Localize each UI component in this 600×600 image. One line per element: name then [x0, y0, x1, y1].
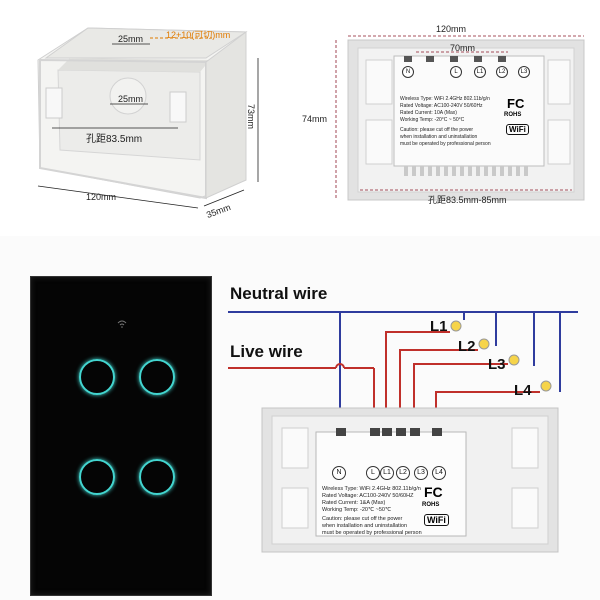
dim-cuttable: 12+10(可切)mm — [166, 30, 231, 40]
dim-120mm: 120mm — [86, 192, 117, 202]
dim-73mm: 73mm — [246, 104, 256, 130]
terminal-n: N — [332, 466, 346, 480]
dim-25mm-top: 25mm — [118, 34, 144, 44]
dim-74mm: 74mm — [302, 114, 328, 124]
wifi-indicator-icon — [117, 315, 127, 333]
touch-button-2[interactable] — [139, 359, 175, 395]
lamp-icon — [450, 320, 552, 392]
terminal-n-back: N — [402, 66, 414, 78]
terminal-l2-back: L2 — [496, 66, 508, 78]
spec-line: Wireless Type: WiFi 2.4GHz 802.11b/g/n — [322, 486, 421, 492]
wiring-diagram: Neutral wire Live wire L1 L2 L3 L4 N L L… — [0, 236, 600, 600]
terminal-l3-back: L3 — [518, 66, 530, 78]
fc-logo: FC — [507, 96, 525, 111]
touch-panel — [30, 276, 212, 596]
spec-line: Rated Voltage: AC100-240V 50/60Hz — [400, 103, 483, 109]
terminal-l3: L3 — [414, 466, 428, 480]
spec-line: Rated Current: 1&A (Max) — [322, 500, 386, 506]
fc-logo: FC — [424, 484, 443, 500]
lamp-l3-label: L3 — [488, 356, 506, 373]
dim-25mm-inner: 25mm — [118, 94, 144, 104]
spec-line: Caution: please cut off the power — [322, 516, 403, 522]
spec-line: when installation and uninstallation — [322, 523, 408, 529]
touch-button-1[interactable] — [79, 359, 115, 395]
wifi-logo: WiFi — [506, 124, 529, 135]
spec-line: Working Temp: -20℃ ~50℃ — [322, 507, 392, 513]
switch-back-photo: 120mm 70mm 74mm 孔距83.5mm-85mm N L L1 L2 … — [300, 0, 600, 228]
lamp-l1-label: L1 — [430, 318, 448, 335]
rohs-logo: ROHS — [504, 112, 522, 118]
rohs-logo: ROHS — [422, 502, 440, 508]
spec-line: Working Temp: -20°C ~ 50°C — [400, 117, 465, 123]
neutral-wire-label: Neutral wire — [230, 284, 328, 303]
spec-line: must be operated by professional person — [400, 141, 491, 147]
live-wire-label: Live wire — [230, 342, 303, 361]
wiring-lines — [228, 311, 578, 553]
dim-120mm-back: 120mm — [436, 24, 467, 34]
switch-back-illustration — [335, 35, 585, 201]
touch-button-3[interactable] — [79, 459, 115, 495]
lamp-l2-label: L2 — [458, 338, 476, 355]
spec-line: Rated Current: 10A (Max) — [400, 110, 457, 116]
dim-70mm: 70mm — [450, 43, 476, 53]
terminal-l: L — [366, 466, 380, 480]
dim-hole-spacing: 孔距83.5mm — [86, 134, 143, 145]
spec-line: must be operated by professional person — [322, 530, 422, 536]
wifi-logo: WiFi — [424, 514, 449, 526]
backbox-photo: 25mm 12+10(可切)mm 25mm 孔距83.5mm 73mm 120m… — [0, 0, 295, 228]
terminal-l1: L1 — [380, 466, 394, 480]
terminal-l4: L4 — [432, 466, 446, 480]
terminal-l2: L2 — [396, 466, 410, 480]
spec-line: Wireless Type: WiFi 2.4GHz 802.11b/g/n — [400, 96, 490, 102]
spec-line: Rated Voltage: AC100-240V 50/60HZ — [322, 493, 414, 499]
lamp-l4-label: L4 — [514, 382, 532, 399]
terminal-l1-back: L1 — [474, 66, 486, 78]
dim-hole-spacing-back: 孔距83.5mm-85mm — [428, 195, 507, 205]
touch-button-4[interactable] — [139, 459, 175, 495]
terminal-l-back: L — [450, 66, 462, 78]
spec-line: when installation and uninstallation — [400, 134, 478, 140]
backbox-illustration — [37, 27, 259, 209]
spec-line: Caution: please cut off the power — [400, 127, 474, 133]
